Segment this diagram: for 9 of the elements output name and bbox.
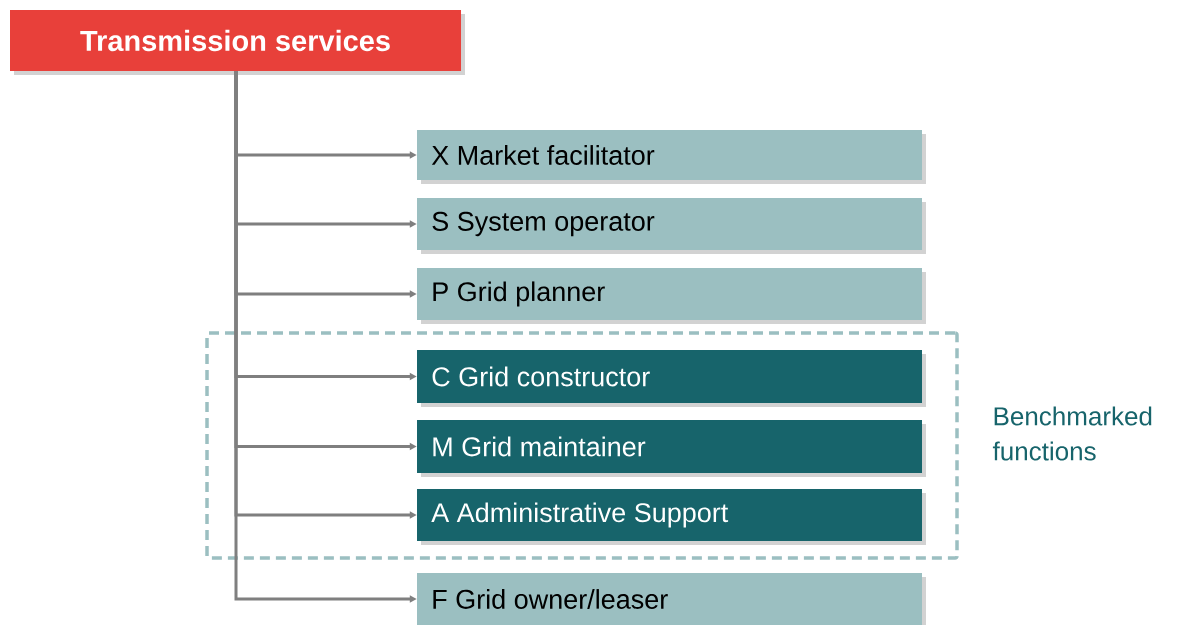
function-box: C Grid constructor (417, 350, 926, 407)
function-box: F Grid owner/leaser (417, 573, 926, 625)
group-label: Benchmarked functions (992, 406, 1152, 461)
function-box: X Market facilitator (417, 130, 926, 184)
function-box: S System operator (417, 198, 926, 254)
function-box: A Administrative Support (417, 489, 926, 545)
function-box: M Grid maintainer (417, 420, 926, 477)
title-box: Transmission services (10, 10, 465, 75)
function-box: P Grid planner (417, 268, 926, 324)
